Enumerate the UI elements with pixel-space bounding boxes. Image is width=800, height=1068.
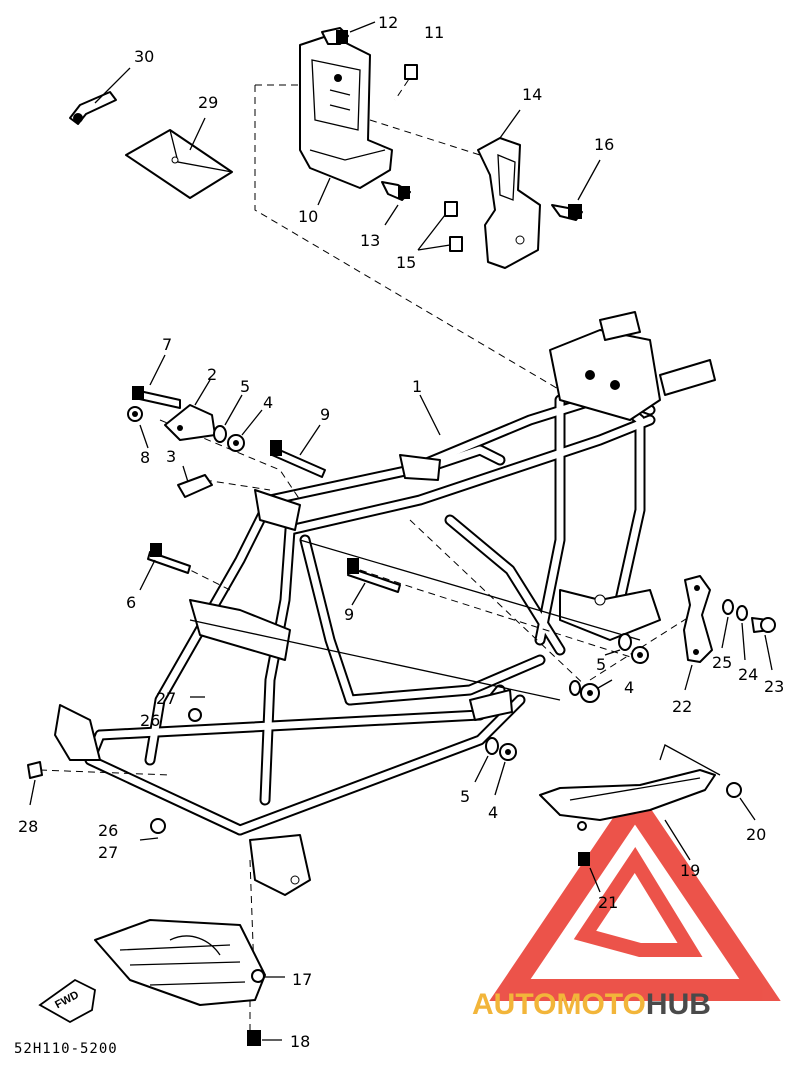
part-5-washer-upper bbox=[213, 425, 227, 443]
part-9-bolt-lower bbox=[347, 558, 401, 593]
part-25-washer bbox=[722, 599, 734, 615]
part-1-main-frame bbox=[54, 311, 716, 896]
callout-5-right: 5 bbox=[596, 655, 606, 674]
diagram-code: 52H110-5200 bbox=[14, 1041, 118, 1057]
part-27-clip-lower bbox=[139, 837, 159, 841]
part-14-bracket bbox=[477, 137, 541, 269]
part-8-nut bbox=[127, 406, 143, 422]
callout-25: 25 bbox=[712, 653, 732, 672]
part-5-washer-right bbox=[618, 633, 632, 651]
callout-5-lower: 5 bbox=[460, 787, 470, 806]
callout-12: 12 bbox=[378, 13, 398, 32]
part-2-plate bbox=[164, 404, 216, 441]
callout-29: 29 bbox=[198, 93, 218, 112]
part-5-washer-lower bbox=[485, 737, 499, 755]
callout-28: 28 bbox=[18, 817, 38, 836]
callout-7: 7 bbox=[162, 335, 172, 354]
part-4-nut-lower bbox=[499, 743, 517, 761]
callout-labels: 30 29 12 11 14 16 10 13 15 7 2 5 4 1 9 8… bbox=[18, 13, 784, 1051]
fwd-arrow-icon: FWD bbox=[38, 978, 96, 1024]
part-28-grommet bbox=[27, 761, 43, 779]
callout-15: 15 bbox=[396, 253, 416, 272]
watermark-logo bbox=[489, 785, 781, 1001]
callout-10: 10 bbox=[298, 207, 318, 226]
callout-30: 30 bbox=[134, 47, 154, 66]
part-19-guard bbox=[539, 744, 721, 831]
part-4-nut-right bbox=[569, 680, 600, 703]
callout-5-upper: 5 bbox=[240, 377, 250, 396]
part-9-bolt-upper bbox=[270, 440, 326, 478]
callout-22: 22 bbox=[672, 697, 692, 716]
callout-4-right: 4 bbox=[624, 678, 634, 697]
callout-4-lower: 4 bbox=[488, 803, 498, 822]
part-29-tool-bag bbox=[125, 129, 233, 199]
callout-19: 19 bbox=[680, 861, 700, 880]
callout-1: 1 bbox=[412, 377, 422, 396]
callout-26-lower: 26 bbox=[98, 821, 118, 840]
part-16-bolt bbox=[551, 204, 583, 221]
callout-6: 6 bbox=[126, 593, 136, 612]
part-6-bolt bbox=[147, 543, 191, 574]
part-26-grommet-lower bbox=[150, 818, 166, 834]
part-17-bolt bbox=[251, 969, 265, 983]
callout-21: 21 bbox=[598, 893, 618, 912]
part-12-bolt bbox=[321, 27, 349, 45]
part-4-nut-upper bbox=[227, 434, 245, 452]
part-10-battery-box bbox=[299, 34, 393, 189]
part-15-clips bbox=[444, 201, 463, 252]
part-7-bolt bbox=[132, 386, 181, 409]
part-20-nut bbox=[726, 782, 742, 798]
part-30-strap bbox=[69, 91, 117, 125]
callout-8: 8 bbox=[140, 448, 150, 467]
part-21-bolt bbox=[578, 852, 590, 866]
part-skid-plate bbox=[94, 919, 266, 1006]
callout-2: 2 bbox=[207, 365, 217, 384]
callout-18: 18 bbox=[290, 1032, 310, 1051]
watermark-text: AUTOMOTOHUB bbox=[472, 988, 711, 1021]
callout-9-lower: 9 bbox=[344, 605, 354, 624]
callout-3: 3 bbox=[166, 447, 176, 466]
callout-27-lower: 27 bbox=[98, 843, 118, 862]
part-24-washer bbox=[736, 605, 748, 621]
callout-20: 20 bbox=[746, 825, 766, 844]
callout-14: 14 bbox=[522, 85, 542, 104]
part-4-nut-right-upper bbox=[631, 646, 649, 664]
watermark-text-main: AUTOMOTO bbox=[472, 988, 646, 1021]
callout-13: 13 bbox=[360, 231, 380, 250]
part-23-bolt bbox=[751, 617, 776, 633]
callout-26-upper: 26 bbox=[140, 711, 160, 730]
callout-4-upper: 4 bbox=[263, 393, 273, 412]
part-3-spacer bbox=[177, 474, 213, 498]
callout-9-upper: 9 bbox=[320, 405, 330, 424]
callout-23: 23 bbox=[764, 677, 784, 696]
part-13-bolt bbox=[381, 181, 411, 201]
callout-11: 11 bbox=[424, 23, 444, 42]
callout-17: 17 bbox=[292, 970, 312, 989]
callout-24: 24 bbox=[738, 665, 758, 684]
part-11-clip bbox=[404, 64, 418, 80]
watermark-text-hub: HUB bbox=[646, 988, 711, 1021]
part-18-bolt bbox=[247, 1030, 261, 1046]
part-26-grommet-upper bbox=[188, 708, 202, 722]
part-22-bracket bbox=[683, 575, 713, 663]
callout-27-upper: 27 bbox=[156, 689, 176, 708]
callout-16: 16 bbox=[594, 135, 614, 154]
